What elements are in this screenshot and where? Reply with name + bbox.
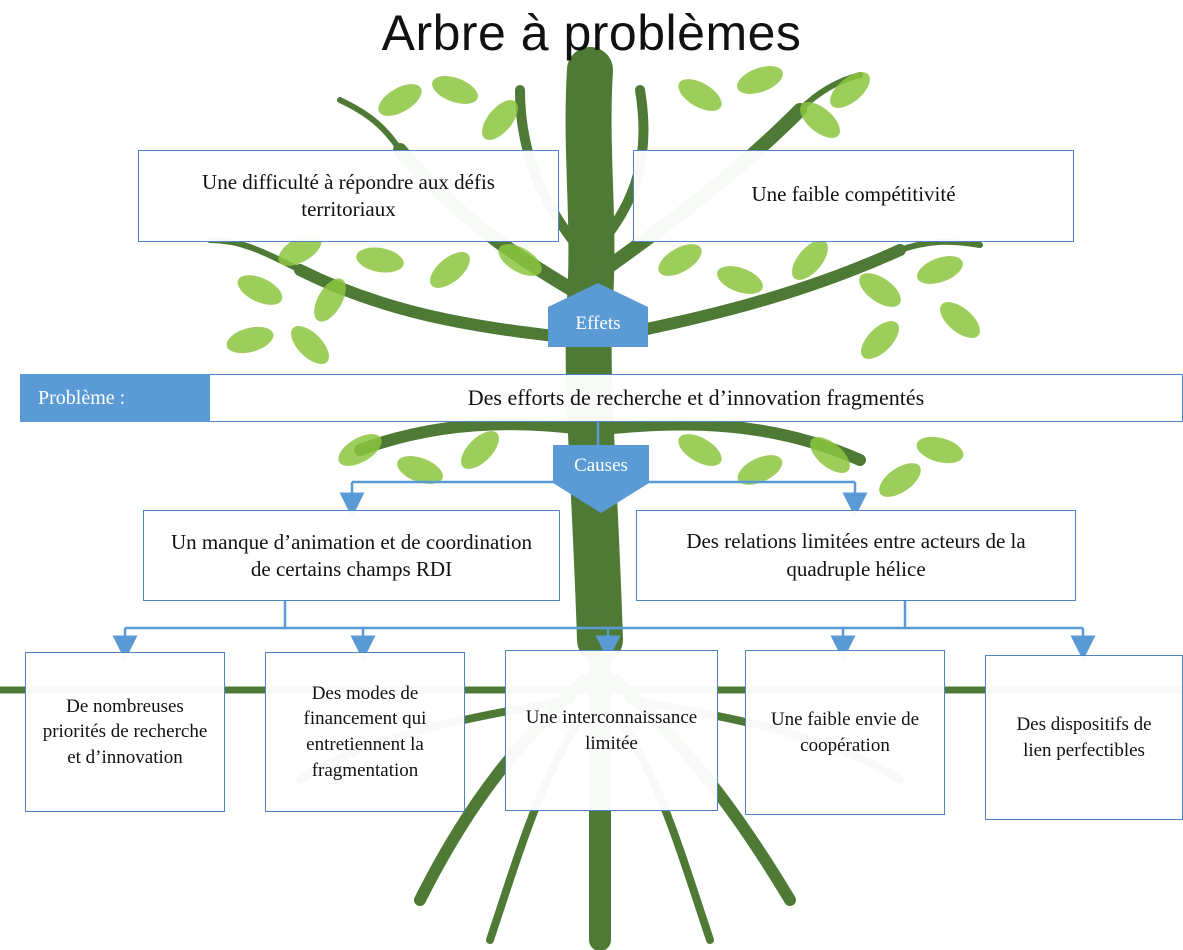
cause-text-coordination: Un manque d’animation et de coordination… <box>171 530 532 581</box>
subcause-text-interconnaissance: Une interconnaissance limitée <box>525 706 698 754</box>
cause-box-relations: Des relations limitées entre acteurs de … <box>636 510 1076 601</box>
subcause-box-financing: Des modes de financement qui entretienne… <box>265 652 465 812</box>
subcause-box-cooperation: Une faible envie de coopération <box>745 650 945 815</box>
diagram-title: Arbre à problèmes <box>381 5 802 61</box>
tree-leaves <box>226 66 980 497</box>
cause-text-relations: Des relations limitées entre acteurs de … <box>686 529 1026 581</box>
subcause-box-dispositifs: Des dispositifs de lien perfectibles <box>985 655 1183 820</box>
causes-arrow-shape <box>553 445 649 513</box>
effect-box-competitiveness: Une faible compétitivité <box>633 150 1074 242</box>
problem-statement: Des efforts de recherche et d’innovation… <box>210 374 1183 422</box>
effect-text-competitiveness: Une faible compétitivité <box>751 182 956 206</box>
subcause-box-interconnaissance: Une interconnaissance limitée <box>505 650 718 811</box>
effect-text-territorial: Une difficulté à répondre aux défis terr… <box>202 169 495 221</box>
effects-label: Effets <box>575 313 621 334</box>
effects-arrow-shape <box>548 283 648 347</box>
causes-label: Causes <box>574 455 628 476</box>
cause-box-coordination: Un manque d’animation et de coordination… <box>143 510 560 601</box>
effect-box-territorial: Une difficulté à répondre aux défis terr… <box>138 150 559 242</box>
subcause-box-priorities: De nombreuses priorités de recherche et … <box>25 652 225 812</box>
subcause-text-dispositifs: Des dispositifs de lien perfectibles <box>1016 713 1152 761</box>
subcause-text-financing: Des modes de financement qui entretienne… <box>303 682 427 781</box>
subcause-text-cooperation: Une faible envie de coopération <box>770 708 920 756</box>
problem-label: Problème : <box>20 374 210 422</box>
problem-text: Des efforts de recherche et d’innovation… <box>467 385 925 410</box>
subcause-text-priorities: De nombreuses priorités de recherche et … <box>42 695 208 768</box>
